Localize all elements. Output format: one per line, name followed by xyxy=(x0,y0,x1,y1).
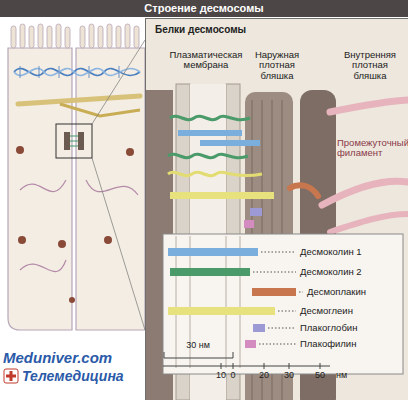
axis-tick: 20 xyxy=(256,371,272,381)
protein-bar xyxy=(253,324,265,332)
page-title: Строение десмосомы xyxy=(0,0,408,17)
watermark: Телемедицина xyxy=(22,369,152,384)
leader-line xyxy=(299,292,303,293)
leader-line xyxy=(259,344,296,345)
axis-tick: 50 xyxy=(312,371,328,381)
structure-label: Наружная плотная бляшка xyxy=(249,50,305,81)
axis-unit: нм xyxy=(336,371,356,381)
axis-tick: 0 xyxy=(228,371,238,381)
protein-bar xyxy=(168,248,258,256)
structure-label: Промежуточный филамент xyxy=(337,138,405,159)
protein-bar xyxy=(170,268,250,276)
legend-label: Десмоплакин xyxy=(307,286,366,298)
panel-heading: Белки десмосомы xyxy=(153,24,248,35)
protein-bar xyxy=(168,307,275,315)
legend-label: Плакофилин xyxy=(300,338,356,350)
legend-label: Плакоглобин xyxy=(300,322,357,334)
leader-line xyxy=(278,311,296,312)
protein-bar xyxy=(252,288,296,296)
structure-label: Плазматическая мембрана xyxy=(164,50,248,71)
leader-line xyxy=(261,252,296,253)
scale-label: 30 нм xyxy=(178,341,218,351)
leader-line xyxy=(253,272,296,273)
structure-label: Внутренняя плотная бляшка xyxy=(335,50,405,81)
axis-tick: 30 xyxy=(281,371,297,381)
legend-label: Десмоглеин xyxy=(300,305,353,317)
leader-line xyxy=(268,328,296,329)
legend-label: Десмоколин 2 xyxy=(300,266,362,278)
watermark: Meduniver.com xyxy=(3,350,143,367)
axis-tick: 10 xyxy=(213,371,229,381)
protein-bar xyxy=(245,340,256,348)
legend-label: Десмоколин 1 xyxy=(300,246,362,258)
